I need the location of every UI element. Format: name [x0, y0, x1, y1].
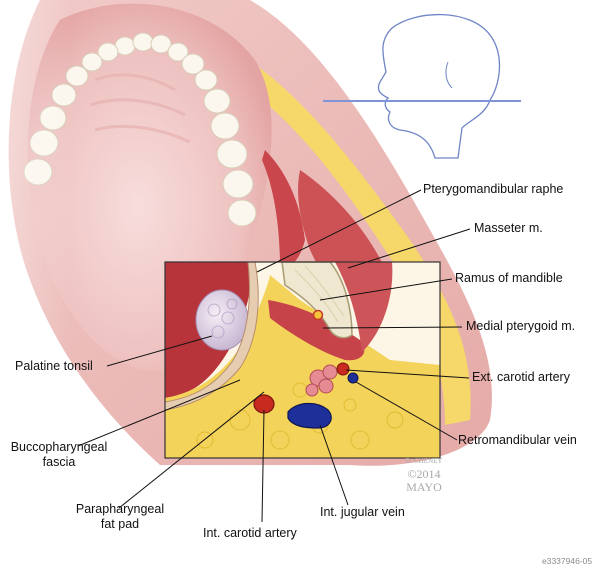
- image-code: e3337946-05: [542, 556, 593, 566]
- palatal-rugae: [89, 73, 191, 144]
- label-buccopharyngeal-fascia: Buccopharyngeal fascia: [4, 440, 114, 470]
- styloid-muscle-group: [305, 364, 338, 397]
- label-retromandibular-vein: Retromandibular vein: [458, 433, 577, 447]
- ramus-of-mandible: [281, 261, 353, 339]
- teeth: [23, 32, 257, 227]
- credit-artist: D. CHENEY: [405, 457, 443, 465]
- label-ramus-of-mandible: Ramus of mandible: [455, 271, 563, 285]
- label-pterygomandibular-raphe: Pterygomandibular raphe: [423, 182, 564, 196]
- retromandibular-vein: [347, 372, 359, 384]
- buccinator: [262, 150, 305, 269]
- cross-section-box: [164, 261, 441, 459]
- credit-copyright: ©2014: [407, 467, 441, 481]
- medial-pterygoid-muscle: [268, 300, 365, 361]
- label-buccopharyngeal-fascia-line2: fascia: [42, 455, 76, 469]
- label-parapharyngeal-fat-pad-line1: Parapharyngeal: [75, 502, 165, 516]
- label-int-carotid-artery: Int. carotid artery: [203, 526, 297, 540]
- label-masseter: Masseter m.: [474, 221, 543, 235]
- label-buccopharyngeal-fascia-line1: Buccopharyngeal: [10, 440, 108, 454]
- internal-jugular-vein: [287, 402, 332, 429]
- head-orientation-icon: [377, 13, 501, 159]
- label-parapharyngeal-fat-pad: Parapharyngeal fat pad: [70, 502, 170, 532]
- label-medial-pterygoid: Medial pterygoid m.: [466, 319, 576, 333]
- label-ext-carotid-artery: Ext. carotid artery: [472, 370, 570, 384]
- label-palatine-tonsil: Palatine tonsil: [15, 359, 93, 373]
- label-int-jugular-vein: Int. jugular vein: [320, 505, 405, 519]
- inferior-alveolar-canal: [312, 309, 324, 321]
- external-carotid-artery: [336, 362, 350, 376]
- artist-credit: D. CHENEY ©2014 MAYO: [384, 455, 464, 494]
- leader-lines: [77, 189, 471, 523]
- label-parapharyngeal-fat-pad-line2: fat pad: [100, 517, 140, 531]
- credit-brand: MAYO: [406, 480, 442, 494]
